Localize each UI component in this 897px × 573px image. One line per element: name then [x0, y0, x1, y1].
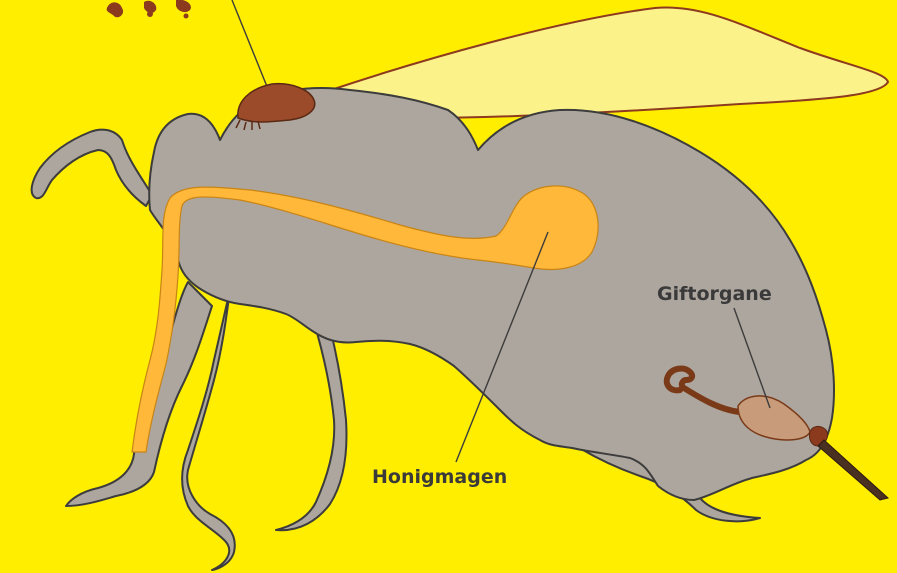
gland-leader-line: [232, 0, 270, 94]
brown-specks: [107, 0, 191, 19]
thorax-gland: [238, 84, 315, 122]
honey-stomach-label: Honigmagen: [372, 466, 507, 488]
stinger: [818, 440, 888, 500]
bee-body: [32, 88, 834, 570]
venom-organs-label: Giftorgane: [657, 283, 772, 305]
